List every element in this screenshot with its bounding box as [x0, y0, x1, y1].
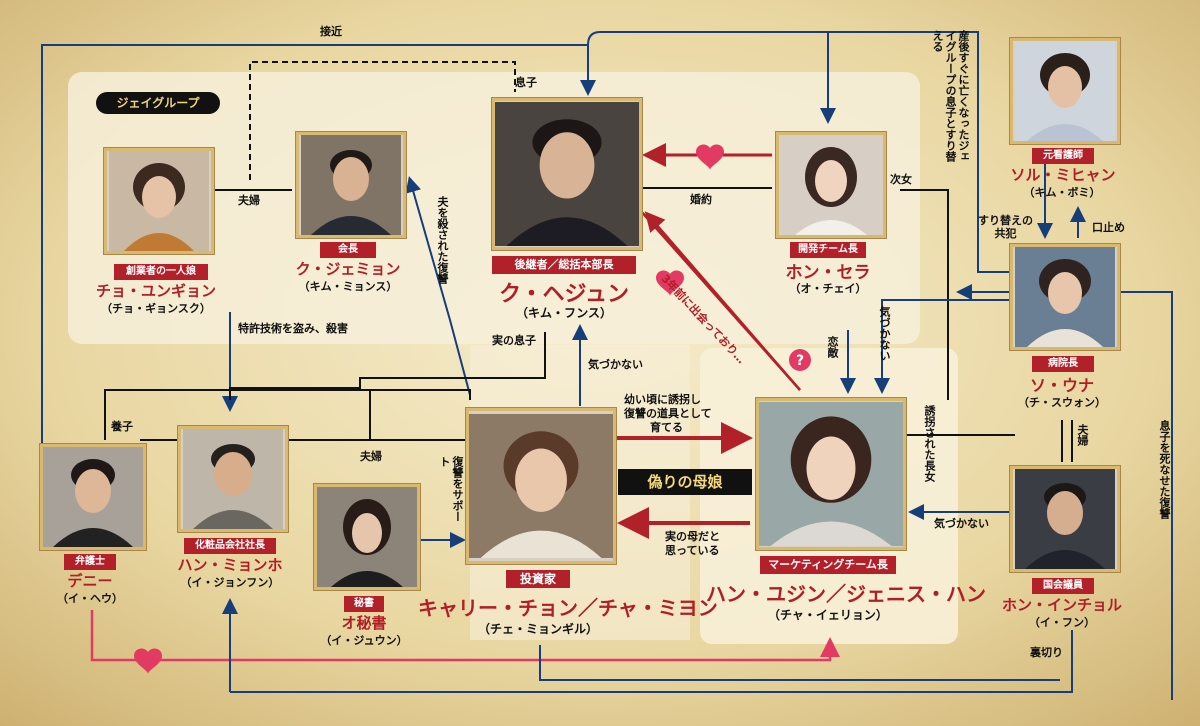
label-real-son: 実の息子	[492, 334, 536, 347]
name-ku-jemyon: ク・ジェミョン	[295, 260, 401, 278]
role-carrie: 投資家	[506, 570, 570, 588]
heart-icon	[656, 270, 684, 296]
name-han-myonho: ハン・ミョンホ	[177, 556, 283, 574]
label-kidnap1: 幼い頃に誘拐し	[624, 393, 701, 406]
label-unaware3: 気づかない	[934, 517, 989, 530]
label-approach: 接近	[320, 25, 342, 38]
role-hon-inchol: 国会議員	[1032, 578, 1094, 594]
role-oh-secretary: 秘書	[344, 596, 384, 612]
label-couple3: 夫婦	[1076, 424, 1089, 446]
actor-carrie: （チェ・ミョンギル）	[477, 622, 598, 636]
actor-han-yujin: （チャ・イェリョン）	[768, 608, 888, 622]
label-real-mother2: 思っている	[665, 544, 720, 557]
heart-icon	[696, 144, 724, 170]
role-han-yujin: マーケティングチーム長	[760, 556, 896, 574]
label-kidnap3: 育てる	[650, 421, 683, 434]
svg-text:?: ?	[796, 353, 804, 369]
name-ku-hejun: ク・ヘジュン	[498, 282, 630, 307]
photo-hon-sera	[776, 132, 886, 238]
group-tag-jay: ジェイグループ	[96, 92, 220, 114]
role-danny: 弁護士	[64, 554, 116, 570]
label-son-revenge: 息子を死なせた復讐	[1158, 420, 1171, 519]
role-so-una: 病院長	[1032, 356, 1094, 372]
role-cho-yungyong: 創業者の一人娘	[114, 264, 208, 280]
label-husband-killed: 夫を殺された復讐	[436, 196, 449, 284]
name-han-yujin: ハン・ユジン／ジェニス・ハン	[706, 582, 986, 606]
photo-ku-jemyon	[296, 132, 406, 238]
label-patent: 特許技術を盗み、殺害	[238, 322, 348, 335]
role-ku-hejun: 後継者／総括本部長	[492, 256, 636, 274]
label-unaware2: 気づかない	[878, 306, 891, 361]
actor-hon-inchol: （イ・フン）	[1028, 616, 1096, 629]
question-heart-icon	[789, 349, 811, 371]
heart-icons: ?	[134, 144, 811, 674]
label-swap-note: 産後すぐに亡くなったジェイグループの息子とすり替える	[931, 30, 970, 162]
label-son: 息子	[515, 76, 537, 89]
label-couple2: 夫婦	[360, 450, 382, 463]
actor-so-una: （チ・スウォン）	[1018, 396, 1106, 409]
actor-hon-sera: （オ・チェイ）	[789, 282, 867, 295]
photo-han-myonho	[178, 426, 288, 532]
actor-sol-mihyang: （キム・ボミ）	[1023, 186, 1101, 199]
photo-cho-yungyong	[104, 148, 214, 254]
role-han-myonho: 化粧品会社社長	[184, 538, 276, 554]
actor-ku-hejun: （キム・フンス）	[515, 306, 612, 320]
role-sol-mihyang: 元看護師	[1032, 148, 1094, 164]
label-betrayal: 裏切り	[1030, 646, 1063, 659]
label-revenge-support: 復讐をサポート	[438, 456, 464, 522]
label-engaged: 婚約	[690, 193, 712, 206]
name-so-una: ソ・ウナ	[1029, 376, 1094, 395]
actor-han-myonho: （イ・ジョンフン）	[180, 576, 280, 589]
photo-so-una	[1010, 244, 1120, 350]
actor-oh-secretary: （イ・ジュウン）	[320, 634, 408, 647]
label-unaware1: 気づかない	[588, 358, 643, 371]
photo-danny	[40, 444, 146, 550]
name-carrie: キャリー・チョン／チャ・ミヨン	[418, 596, 718, 620]
label-couple1: 夫婦	[238, 194, 260, 207]
photo-oh-secretary	[314, 484, 420, 590]
name-danny: デニー	[67, 572, 113, 590]
actor-cho-yungyong: （チョ・ギョンスク）	[101, 302, 211, 315]
name-cho-yungyong: チョ・ユンギョン	[95, 282, 216, 300]
photo-han-yujin	[756, 398, 906, 550]
label-adopted: 養子	[111, 420, 133, 433]
label-real-mother1: 実の母だと	[665, 530, 720, 543]
name-oh-secretary: オ秘書	[341, 614, 387, 632]
photo-sol-mihyang	[1010, 38, 1120, 144]
heart-icon	[134, 648, 162, 674]
label-kidnapped-daughter: 誘拐された長女	[923, 405, 936, 482]
name-sol-mihyang: ソル・ミヒャン	[1010, 166, 1116, 184]
name-hon-inchol: ホン・インチョル	[1001, 596, 1122, 614]
role-hon-sera: 開発チーム長	[790, 242, 866, 258]
actor-ku-jemyon: （キム・ミョンス）	[298, 280, 398, 293]
photo-ku-hejun	[492, 98, 642, 250]
photo-carrie	[466, 408, 616, 564]
label-second-daughter: 次女	[890, 173, 912, 186]
label-swap-accomplice: すり替えの 共犯	[978, 214, 1033, 240]
label-hush: 口止め	[1092, 221, 1125, 234]
label-kidnap2: 復讐の道具として	[624, 407, 712, 420]
photo-hon-inchol	[1010, 466, 1120, 572]
actor-danny: （イ・ヘウ）	[57, 592, 123, 605]
role-ku-jemyon: 会長	[320, 242, 376, 258]
fake-mother-daughter-tag: 偽りの母娘	[618, 469, 752, 495]
label-love-rival: 恋敵	[826, 336, 839, 358]
name-hon-sera: ホン・セラ	[785, 263, 871, 283]
